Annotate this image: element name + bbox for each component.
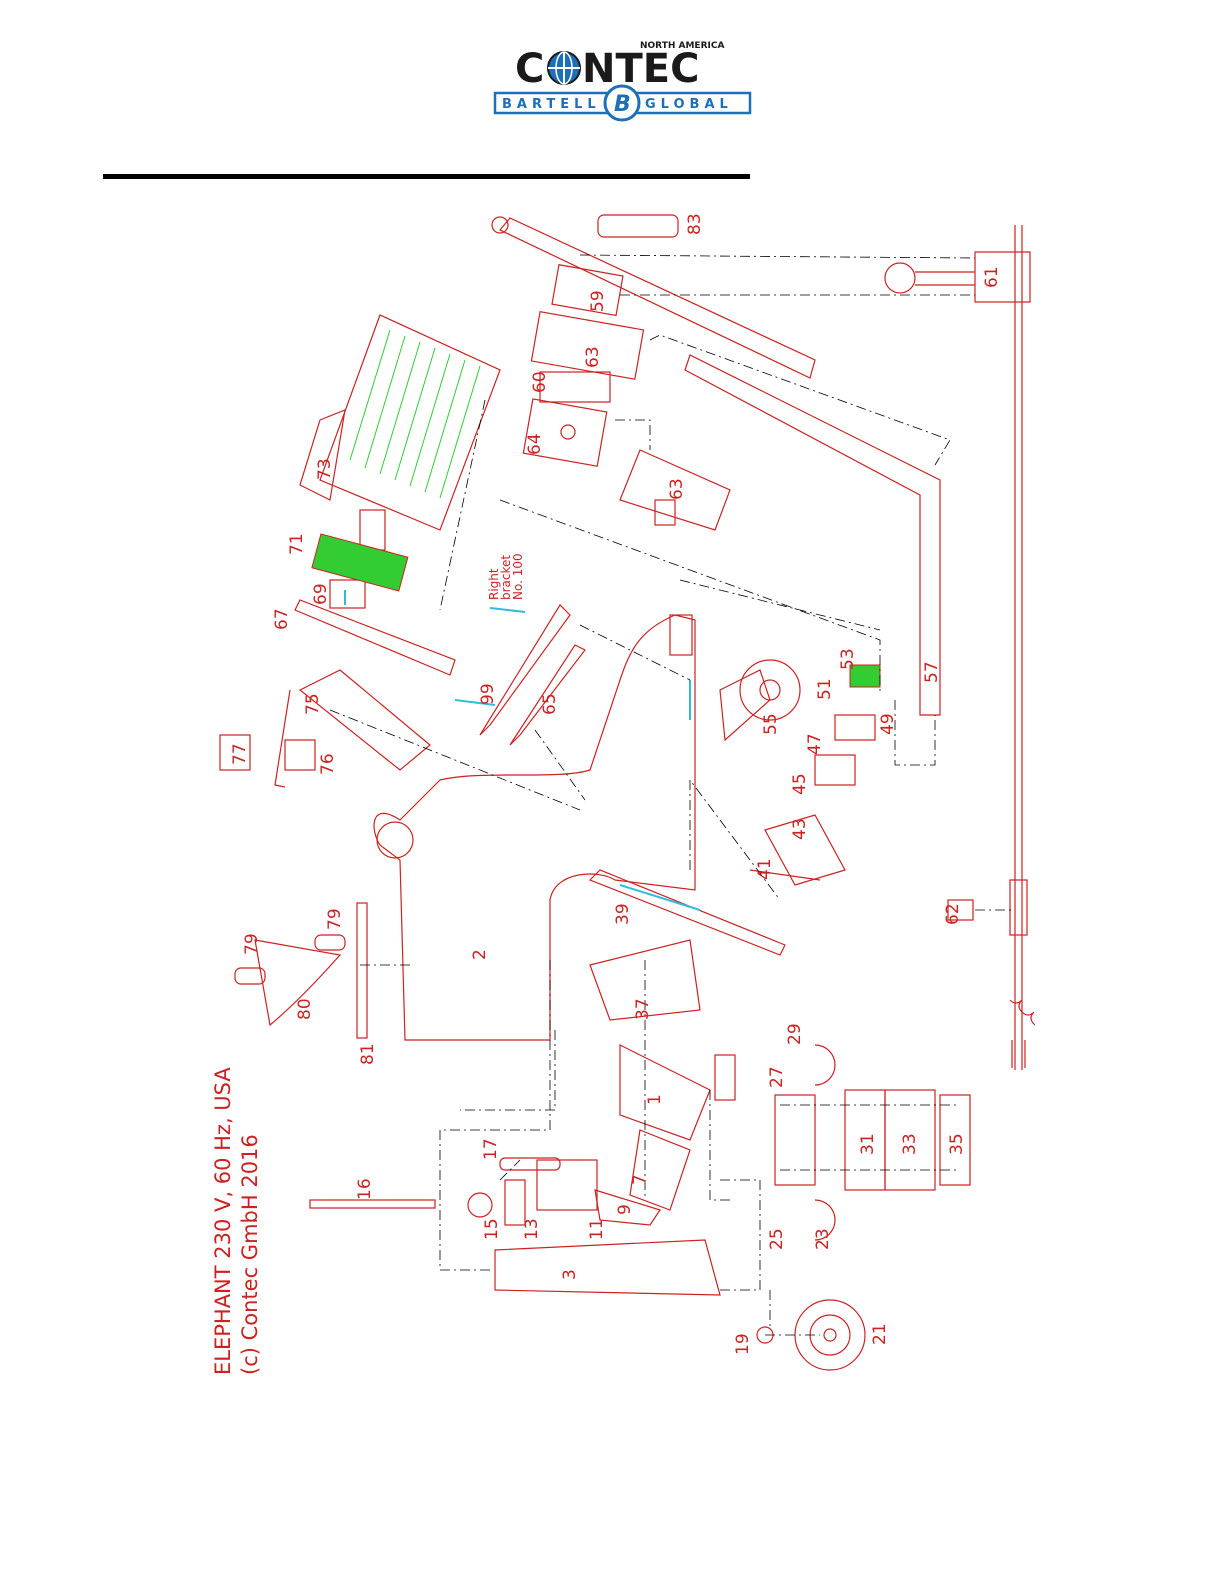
logo-brand-left: C bbox=[515, 46, 544, 92]
part-16 bbox=[310, 1200, 435, 1208]
part-label: 75 bbox=[303, 693, 323, 715]
part-label: 15 bbox=[482, 1218, 502, 1240]
part-label: 29 bbox=[785, 1023, 805, 1045]
part-label: 23 bbox=[813, 1228, 833, 1250]
part-label: 27 bbox=[767, 1066, 787, 1088]
part-label: 49 bbox=[878, 713, 898, 735]
part-69 bbox=[330, 580, 365, 608]
part-label: 79 bbox=[242, 933, 262, 955]
part-81 bbox=[357, 903, 367, 1038]
part-64 bbox=[523, 399, 606, 466]
part-label: 37 bbox=[633, 998, 653, 1020]
globe-icon bbox=[548, 52, 580, 84]
part-label: 3 bbox=[560, 1269, 580, 1280]
part-49 bbox=[835, 715, 875, 740]
bracket-note-line3: No. 100 bbox=[511, 553, 525, 600]
part-13 bbox=[505, 1180, 525, 1225]
part-label: 45 bbox=[790, 773, 810, 795]
part-label: 65 bbox=[540, 693, 560, 715]
part-label: 71 bbox=[287, 533, 307, 555]
part-7 bbox=[630, 1130, 690, 1210]
logo-sub-left: BARTELL bbox=[502, 97, 601, 112]
part-label: 19 bbox=[733, 1333, 753, 1355]
part-label: 41 bbox=[755, 858, 775, 880]
logo-sub-right: GLOBAL bbox=[645, 97, 733, 112]
part-15 bbox=[468, 1193, 492, 1217]
part-label: 80 bbox=[295, 998, 315, 1020]
part-number-labels: 1 2 3 7 9 11 13 15 16 17 19 21 23 25 27 … bbox=[230, 213, 1002, 1355]
part-label: 64 bbox=[525, 433, 545, 455]
part-label: 13 bbox=[522, 1218, 542, 1240]
part-label: 21 bbox=[870, 1323, 890, 1345]
part-63a bbox=[531, 312, 643, 379]
part-67 bbox=[295, 600, 455, 675]
part-label: 83 bbox=[685, 213, 705, 235]
part-label: 51 bbox=[815, 678, 835, 700]
part-47 bbox=[815, 755, 855, 785]
part-79b bbox=[315, 935, 345, 950]
part-label: 77 bbox=[230, 743, 250, 765]
part-1 bbox=[620, 1045, 710, 1140]
part-label: 99 bbox=[478, 683, 498, 705]
part-label: 9 bbox=[615, 1204, 635, 1215]
part-label: 67 bbox=[272, 608, 292, 630]
part-label: 31 bbox=[858, 1133, 878, 1155]
part-label: 63 bbox=[667, 478, 687, 500]
part-label: 55 bbox=[761, 713, 781, 735]
part-3 bbox=[495, 1240, 720, 1295]
motor-winding-hatch bbox=[350, 330, 480, 498]
part-label: 11 bbox=[587, 1218, 607, 1240]
part-label: 61 bbox=[982, 266, 1002, 288]
part-label: 43 bbox=[790, 818, 810, 840]
logo-sub-mark: B bbox=[614, 92, 631, 117]
part-83 bbox=[598, 215, 678, 237]
part-label: 60 bbox=[530, 371, 550, 393]
contec-logo: NORTH AMERICA C NTEC BARTELL B GLOBAL bbox=[490, 38, 755, 128]
part-76 bbox=[285, 740, 315, 770]
part-60 bbox=[540, 372, 610, 402]
part-label: 35 bbox=[947, 1133, 967, 1155]
part-label: 2 bbox=[470, 949, 490, 960]
part-label: 1 bbox=[645, 1094, 665, 1105]
drawing-title: ELEPHANT 230 V, 60 Hz, USA bbox=[211, 1067, 235, 1375]
part-label: 79 bbox=[325, 908, 345, 930]
part-label: 57 bbox=[922, 661, 942, 683]
part-label: 7 bbox=[630, 1174, 650, 1185]
part-label: 73 bbox=[315, 458, 335, 480]
part-11-bellows bbox=[537, 1160, 597, 1210]
logo-brand-right: NTEC bbox=[582, 46, 699, 92]
part-29 bbox=[815, 1045, 835, 1085]
part-label: 39 bbox=[613, 903, 633, 925]
part-label: 59 bbox=[588, 290, 608, 312]
part-label: 62 bbox=[943, 903, 963, 925]
part-label: 76 bbox=[318, 753, 338, 775]
part-73-motor bbox=[320, 315, 500, 530]
part-label: 53 bbox=[838, 648, 858, 670]
part-label: 81 bbox=[358, 1043, 378, 1065]
part-label: 25 bbox=[767, 1228, 787, 1250]
part-label: 33 bbox=[900, 1133, 920, 1155]
part-label: 63 bbox=[583, 346, 603, 368]
exploded-parts-drawing: ELEPHANT 230 V, 60 Hz, USA (c) Contec Gm… bbox=[195, 205, 1035, 1390]
part-label: 17 bbox=[481, 1138, 501, 1160]
part-label: 47 bbox=[805, 733, 825, 755]
part-label: 16 bbox=[355, 1178, 375, 1200]
drawing-copyright: (c) Contec GmbH 2016 bbox=[238, 1134, 262, 1375]
part-2-frame bbox=[374, 615, 695, 1040]
header-rule bbox=[103, 174, 750, 179]
part-label: 69 bbox=[311, 583, 331, 605]
